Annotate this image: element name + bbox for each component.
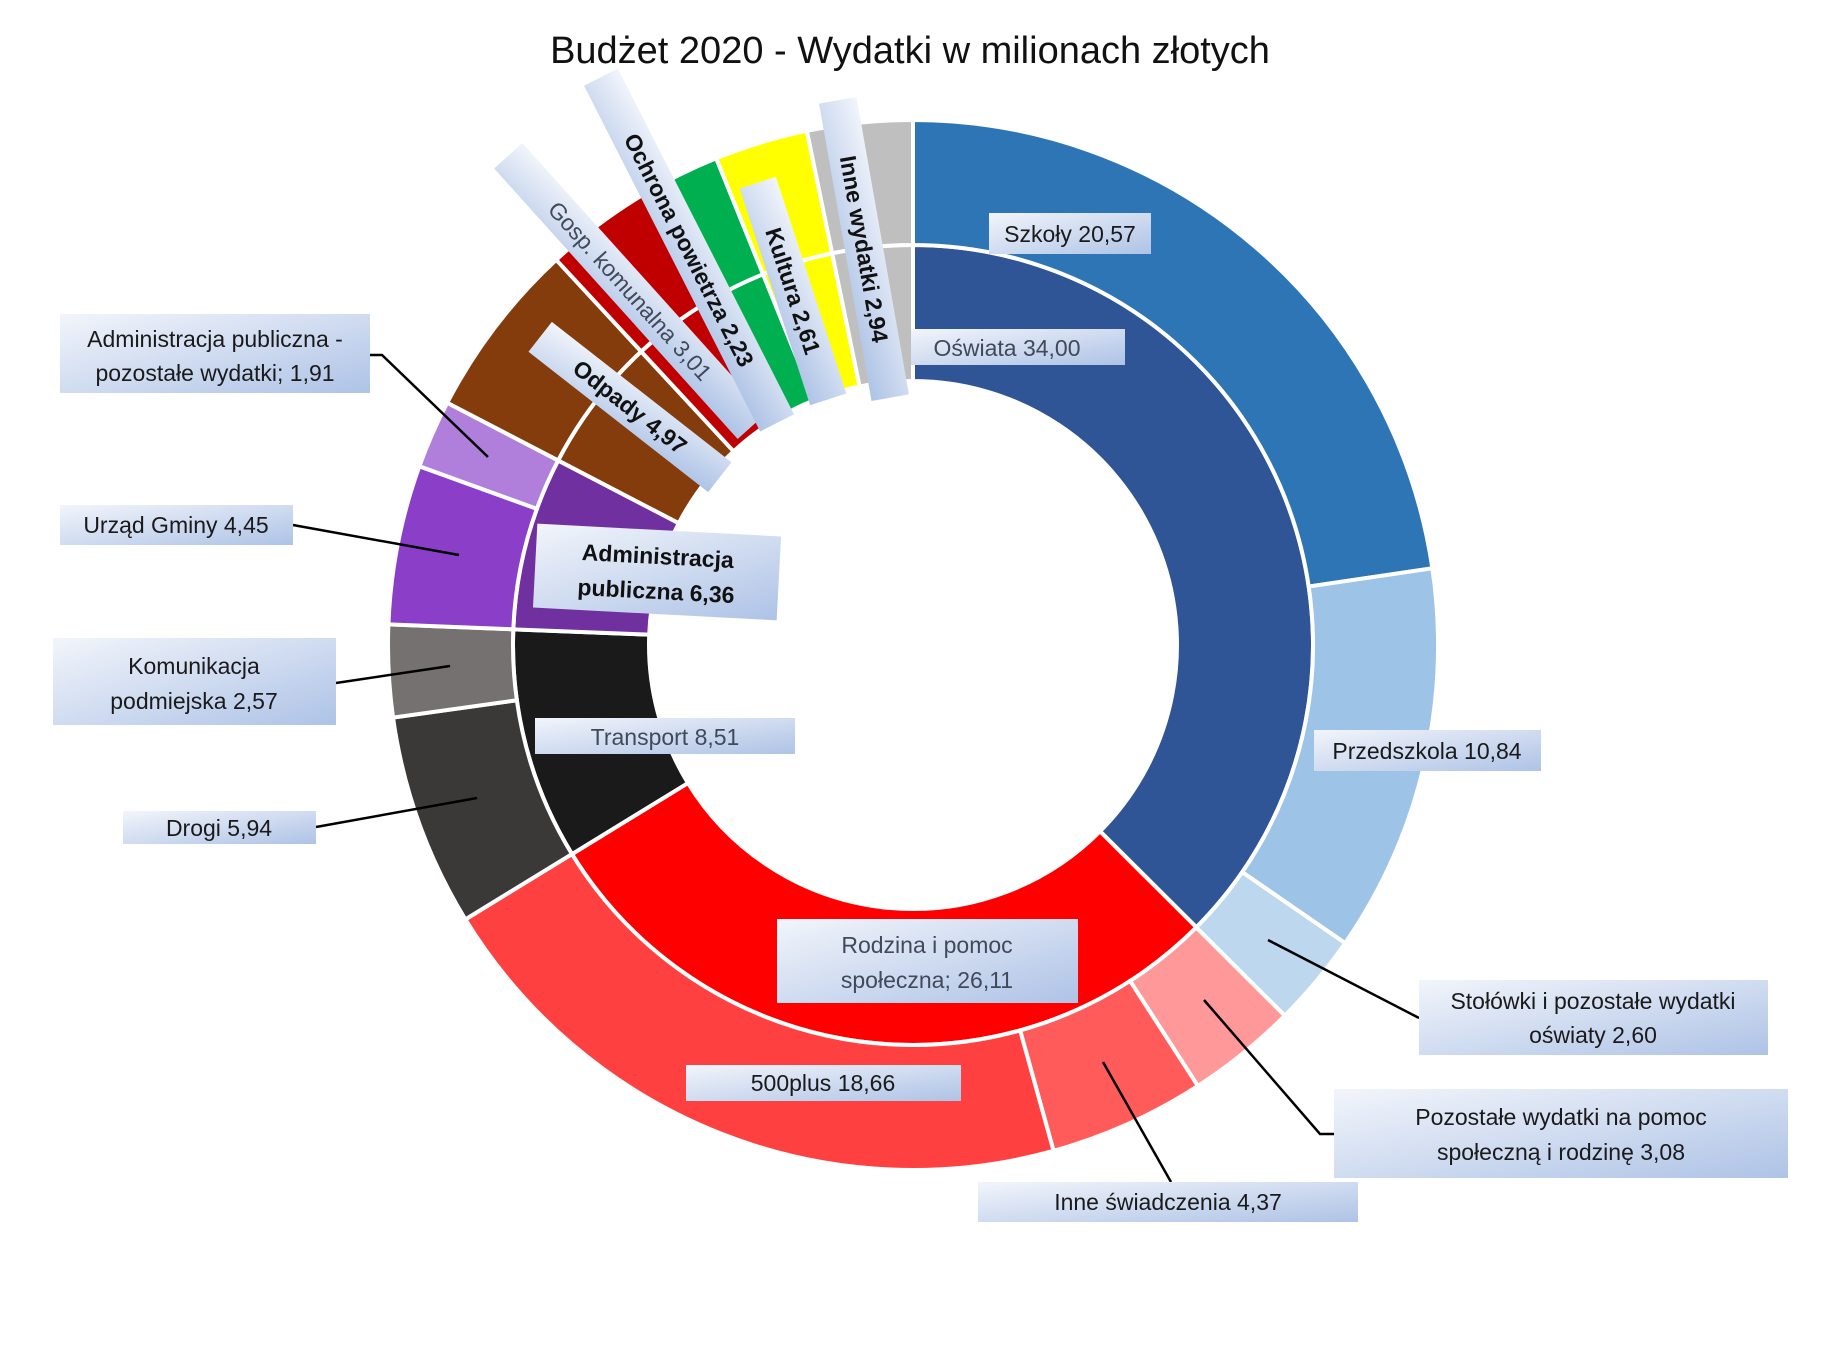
label-text: Komunikacja [128, 653, 260, 679]
label-text: Stołówki i pozostałe wydatki [1450, 988, 1735, 1014]
callout-line-urzad [292, 523, 460, 557]
callout-line-admin-pozostale [370, 353, 489, 458]
label-text: pozostałe wydatki; 1,91 [95, 360, 334, 386]
svg-text:Urząd Gminy 4,45: Urząd Gminy 4,45 [83, 512, 268, 538]
svg-text:Szkoły 20,57: Szkoły 20,57 [1004, 221, 1136, 247]
label-administracja: Administracja publiczna 6,36 [532, 523, 782, 621]
label-text: oświaty 2,60 [1529, 1022, 1657, 1048]
svg-text:podmiejska 2,57: podmiejska 2,57 [110, 688, 278, 714]
callout-line-komunikacja [335, 664, 451, 685]
label-drogi: Drogi 5,94 [123, 811, 316, 844]
label-text: Administracja publiczna - [87, 326, 343, 352]
label-urzad-gminy: Urząd Gminy 4,45 [60, 505, 293, 545]
svg-text:Transport 8,51: Transport 8,51 [591, 724, 740, 750]
label-text: społeczną i rodzinę 3,08 [1437, 1139, 1685, 1165]
label-inne-swiadczenia: Inne świadczenia 4,37 [978, 1182, 1358, 1222]
svg-text:Administracja publiczna -: Administracja publiczna - [87, 326, 343, 352]
label-text: podmiejska 2,57 [110, 688, 278, 714]
label-text: 500plus 18,66 [751, 1070, 896, 1096]
svg-text:Inne świadczenia 4,37: Inne świadczenia 4,37 [1054, 1189, 1282, 1215]
label-admin-pozostale: Administracja publiczna - pozostałe wyda… [60, 314, 370, 393]
label-text: Rodzina i pomoc [841, 932, 1012, 958]
label-stolowki: Stołówki i pozostałe wydatki oświaty 2,6… [1419, 980, 1768, 1055]
svg-text:Komunikacja: Komunikacja [128, 653, 260, 679]
svg-text:Drogi 5,94: Drogi 5,94 [166, 815, 272, 841]
label-rodzina: Rodzina i pomoc społeczna; 26,11 [777, 919, 1078, 1003]
label-text: społeczna; 26,11 [841, 967, 1013, 993]
label-komunikacja: Komunikacja podmiejska 2,57 [53, 638, 336, 725]
svg-text:Przedszkola 10,84: Przedszkola 10,84 [1332, 738, 1521, 764]
svg-text:pozostałe wydatki; 1,91: pozostałe wydatki; 1,91 [95, 360, 334, 386]
label-500plus: 500plus 18,66 [686, 1065, 961, 1101]
label-pozostale-pomoc: Pozostałe wydatki na pomoc społeczną i r… [1334, 1089, 1788, 1178]
label-transport: Transport 8,51 [535, 718, 795, 754]
svg-text:500plus 18,66: 500plus 18,66 [751, 1070, 896, 1096]
outer-slice-7 [386, 622, 520, 720]
svg-text:Oświata 34,00: Oświata 34,00 [933, 335, 1080, 361]
label-text: Oświata 34,00 [933, 335, 1080, 361]
svg-text:społeczną i rodzinę 3,08: społeczną i rodzinę 3,08 [1437, 1139, 1685, 1165]
svg-text:społeczna; 26,11: społeczna; 26,11 [841, 967, 1013, 993]
chart-title: Budżet 2020 - Wydatki w milionach złotyc… [550, 30, 1270, 72]
callout-line-drogi [315, 796, 478, 829]
callout-line-pozostale [1203, 999, 1334, 1136]
label-przedszkola: Przedszkola 10,84 [1314, 730, 1541, 771]
label-oswiata: Oświata 34,00 [911, 329, 1125, 365]
label-text: Drogi 5,94 [166, 815, 272, 841]
callout-line-stolowki [1267, 938, 1420, 1020]
label-text: Urząd Gminy 4,45 [83, 512, 268, 538]
label-text: Szkoły 20,57 [1004, 221, 1136, 247]
label-text: Przedszkola 10,84 [1332, 738, 1521, 764]
label-text: Inne świadczenia 4,37 [1054, 1189, 1282, 1215]
svg-text:Stołówki i pozostałe wydatki: Stołówki i pozostałe wydatki [1450, 988, 1735, 1014]
label-text: Transport 8,51 [591, 724, 740, 750]
callout-line-inne-swiadczenia [1101, 1061, 1173, 1183]
label-szkoly: Szkoły 20,57 [989, 213, 1151, 254]
label-text: Pozostałe wydatki na pomoc [1415, 1104, 1707, 1130]
svg-text:Pozostałe wydatki na pomoc: Pozostałe wydatki na pomoc [1415, 1104, 1707, 1130]
svg-text:oświaty 2,60: oświaty 2,60 [1529, 1022, 1657, 1048]
svg-text:Rodzina i pomoc: Rodzina i pomoc [841, 932, 1012, 958]
